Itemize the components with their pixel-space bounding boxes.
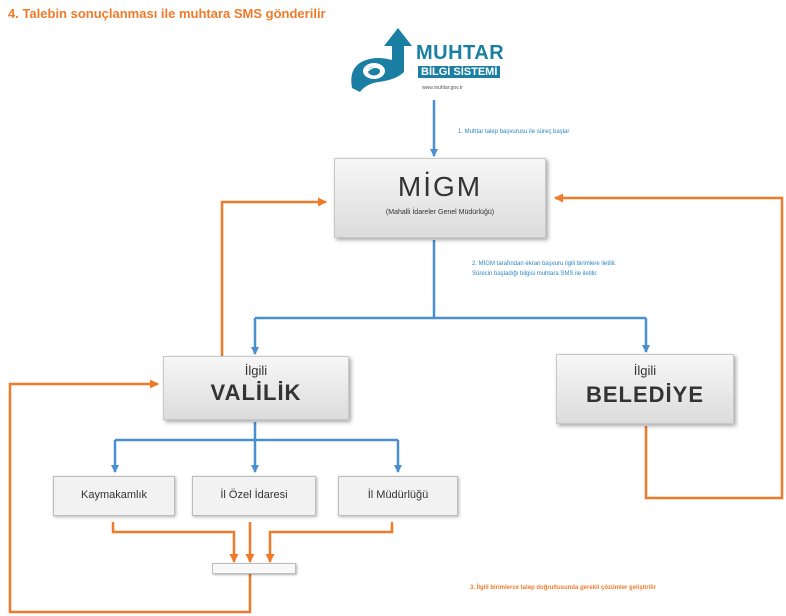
- il-ozel-idaresi-box: İl Özel İdaresi: [192, 476, 316, 516]
- migm-subtitle: (Mahalli İdareler Genel Müdürlüğü): [385, 209, 495, 216]
- note-step1: 1. Muhtar talep başvurusu ile süreç başl…: [458, 129, 570, 135]
- valilik-top-label: İlgili: [244, 363, 268, 378]
- logo-title: MUHTAR: [416, 42, 505, 64]
- arrow-migm-split: [255, 240, 646, 320]
- note-step2-line2: Sürecin başladığı bilgisi muhtara SMS il…: [472, 271, 598, 277]
- arrow-il-mudurlugu-to-bar: [265, 522, 394, 563]
- note-step2-line1: 2. MİGM tarafından ekran başvuru ilgili …: [472, 261, 617, 267]
- note-step3: 3. İlgili birimlerce talep doğrultusunda…: [470, 585, 657, 591]
- migm-title: MİGM: [397, 171, 483, 202]
- valilik-label: VALİLİK: [210, 380, 302, 405]
- belediye-box: İlgili BELEDİYE: [556, 354, 734, 424]
- logo-subtitle: BİLGİ SİSTEMİ: [418, 66, 501, 78]
- logo-url: www.muhtar.gov.tr: [422, 85, 463, 91]
- belediye-label: BELEDİYE: [585, 382, 705, 407]
- arrow-belediye-to-migm: [554, 193, 784, 500]
- page-heading: 4. Talebin sonuçlanması ile muhtara SMS …: [8, 6, 326, 21]
- logo-emblem-icon: [351, 28, 412, 92]
- il-mudurlugu-box: İl Müdürlüğü: [338, 476, 458, 516]
- muhtar-bilgi-sistemi-logo: MUHTAR BİLGİ SİSTEMİ www.muhtar.gov.tr: [348, 22, 518, 102]
- arrow-valilik-to-migm: [220, 197, 327, 356]
- arrow-valilik-split: [115, 422, 398, 442]
- kaymakamlik-box: Kaymakamlık: [53, 476, 175, 516]
- belediye-top-label: İlgili: [633, 363, 657, 378]
- merge-bar: [212, 563, 296, 574]
- migm-box: MİGM (Mahalli İdareler Genel Müdürlüğü): [334, 158, 546, 238]
- arrow-kaymakamlik-to-bar: [111, 522, 239, 563]
- arrow-bar-to-valilik: [8, 379, 252, 614]
- valilik-box: İlgili VALİLİK: [163, 356, 349, 420]
